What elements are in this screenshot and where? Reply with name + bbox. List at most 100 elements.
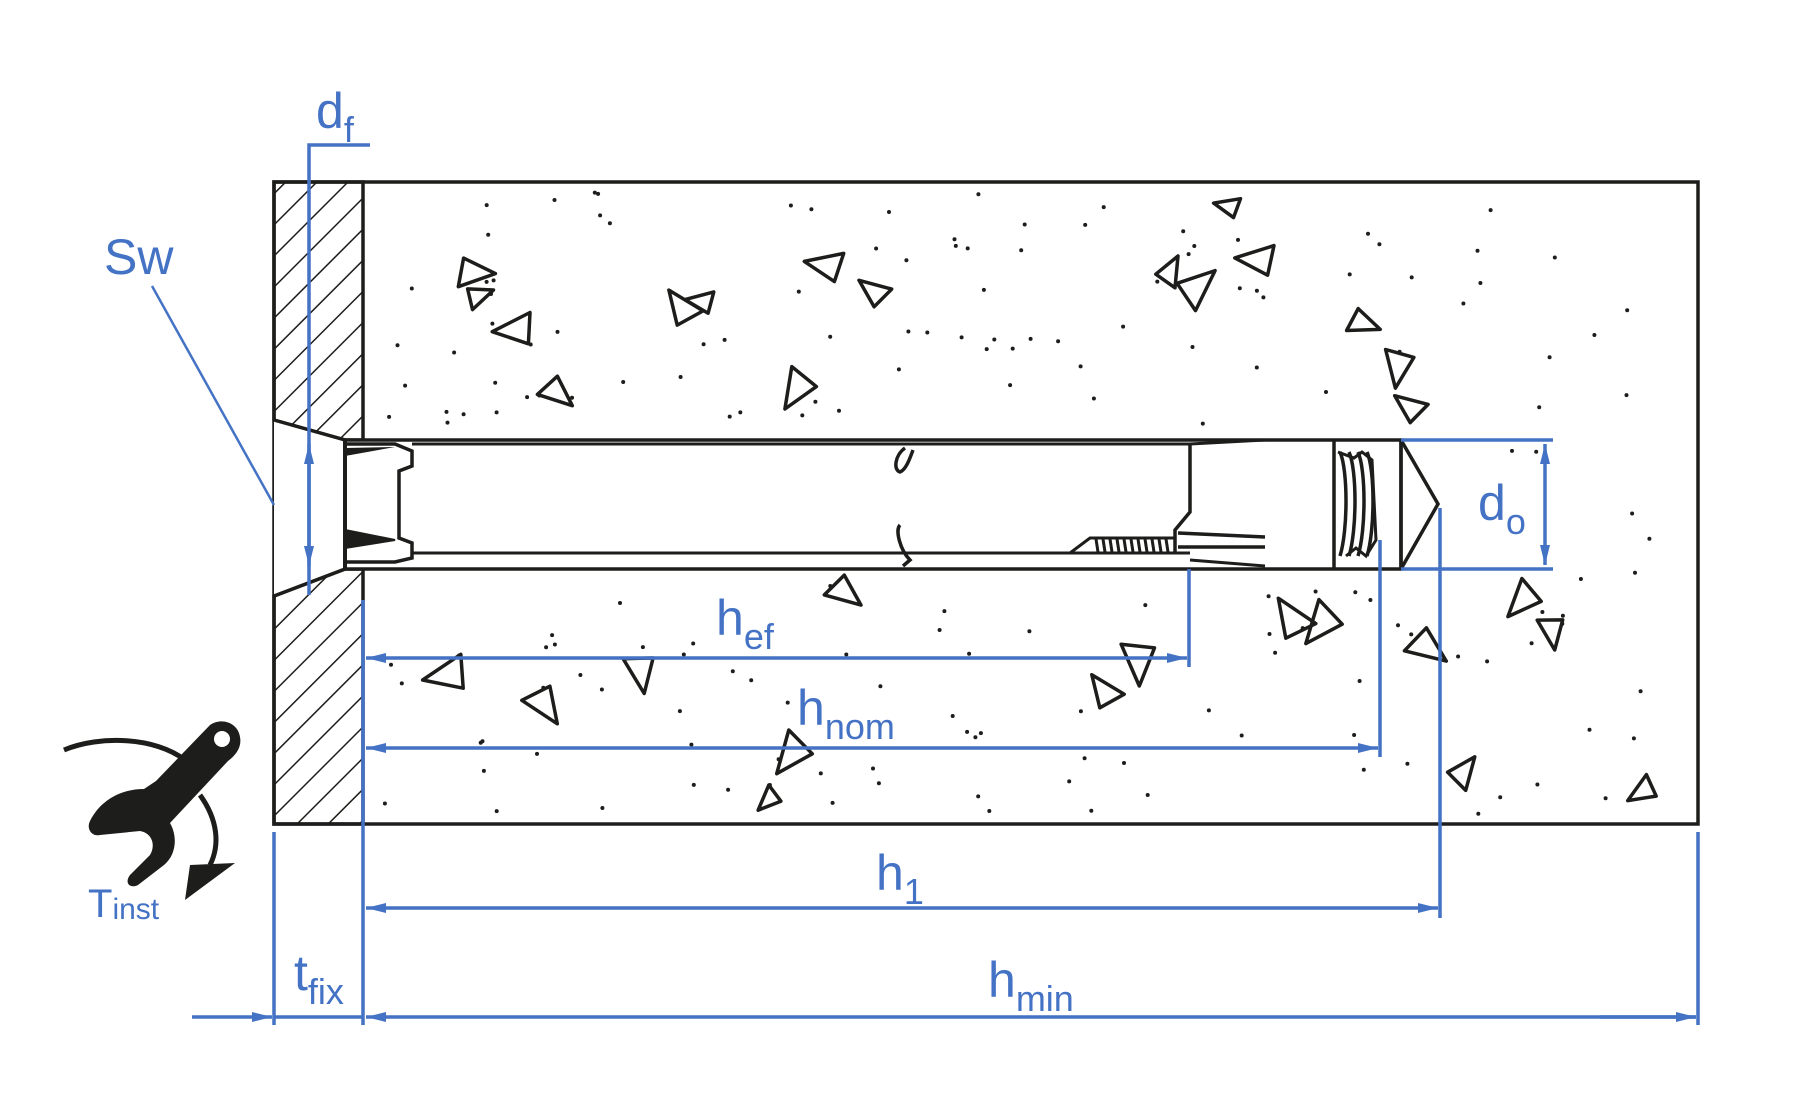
aggregate-dot [878,684,883,689]
aggregate-dot [1535,782,1540,787]
aggregate-dot [478,740,483,745]
aggregate-dot [1089,808,1094,813]
aggregate-dot [925,330,930,335]
aggregate-dot [1101,205,1106,210]
drill-hole [343,438,1403,571]
aggregate-dot [952,237,957,242]
label-hmin: hmin [988,952,1074,1019]
aggregate-stone [1535,618,1565,652]
aggregate-dot [965,246,970,251]
aggregate-dot [1083,222,1088,227]
aggregate-dot [809,207,814,212]
aggregate-dot [1181,229,1186,234]
aggregate-stone [1276,596,1318,640]
aggregate-stone [802,251,846,284]
label-h1: h1 [876,845,924,912]
aggregate-dot [1534,449,1539,454]
aggregate-dot [813,399,818,404]
aggregate-dot [1578,577,1583,581]
aggregate-stone [520,684,560,726]
aggregate-dot [984,347,989,352]
aggregate-dot [387,414,392,419]
label-tinst: Tinst [88,882,160,926]
aggregate-dot [950,714,955,718]
aggregate-dot [1510,448,1514,453]
aggregate-dot [830,800,835,805]
aggregate-dot [1478,281,1483,285]
aggregate-dot [1352,733,1357,737]
aggregate-dot [399,681,404,686]
concrete-aggregate [382,190,1658,816]
aggregate-dot [1082,756,1087,761]
dimension-lines [150,143,1700,1025]
aggregate-dot [1630,511,1635,516]
aggregate-dot [1266,594,1271,599]
aggregate-dot [1405,761,1410,766]
aggregate-dot [395,343,400,348]
aggregate-dot [1019,248,1024,253]
aggregate-dot [871,766,875,771]
aggregate-dot [1552,255,1557,260]
aggregate-dot [727,414,732,419]
aggregate-dot [1010,346,1015,351]
aggregate-dot [544,645,549,650]
aggregate-dot [552,642,557,647]
aggregate-stone [1402,626,1449,663]
aggregate-dot [1409,275,1414,280]
aggregate-dot [1186,252,1191,257]
aggregate-stone [456,256,498,289]
aggregate-dot [1254,288,1259,293]
aggregate-dot [1485,659,1490,664]
aggregate-stone [756,783,783,812]
aggregate-dot [992,337,997,342]
aggregate-dot [887,210,891,214]
aggregate-dot [1647,536,1652,541]
aggregate-dot [796,289,801,294]
aggregate-dot [1377,242,1382,247]
aggregate-dot [1261,295,1266,300]
aggregate-stone [683,290,716,315]
aggregate-stone [1233,243,1276,277]
aggregate-dot [1145,793,1150,797]
aggregate-dot [976,794,981,799]
aggregate-dot [600,806,605,810]
aggregate-dot [1121,324,1126,329]
aggregate-dot [1200,421,1205,426]
sw-leader [150,285,276,506]
aggregate-dot [1027,629,1032,634]
aggregate-dot [1587,727,1592,732]
aggregate-stone [1445,755,1477,793]
aggregate-stone [1392,393,1430,425]
aggregate-dot [1366,231,1370,236]
aggregate-dot [598,213,603,218]
aggregate-dot [691,782,696,787]
aggregate-dot [726,787,731,792]
aggregate-dot [491,278,496,283]
aggregate-dot [677,709,682,714]
aggregate-dot [1067,779,1072,784]
label-df: df [316,83,354,150]
aggregate-dot [1091,396,1096,401]
aggregate-dot [403,383,408,388]
aggregate-dot [691,641,696,646]
aggregate-dot [555,329,560,334]
aggregate-dot [493,380,498,385]
aggregate-dot [1529,641,1534,646]
anchor [343,438,1441,571]
aggregate-stone [490,310,532,346]
aggregate-stone [857,278,894,309]
aggregate-dot [1239,733,1244,738]
aggregate-dot [570,395,574,400]
aggregate-dot [976,192,981,197]
aggregate-stone [1119,642,1157,688]
aggregate-dot [484,203,489,208]
expansion-cone [1399,439,1441,570]
aggregate-dot [837,408,841,413]
aggregate-dot [1022,222,1027,227]
aggregate-dot [494,809,499,814]
aggregate-dot [1028,336,1033,341]
aggregate-dot [1396,623,1400,628]
aggregate-dot [1254,365,1259,370]
aggregate-stone [1211,196,1243,220]
aggregate-dot [1056,339,1061,344]
